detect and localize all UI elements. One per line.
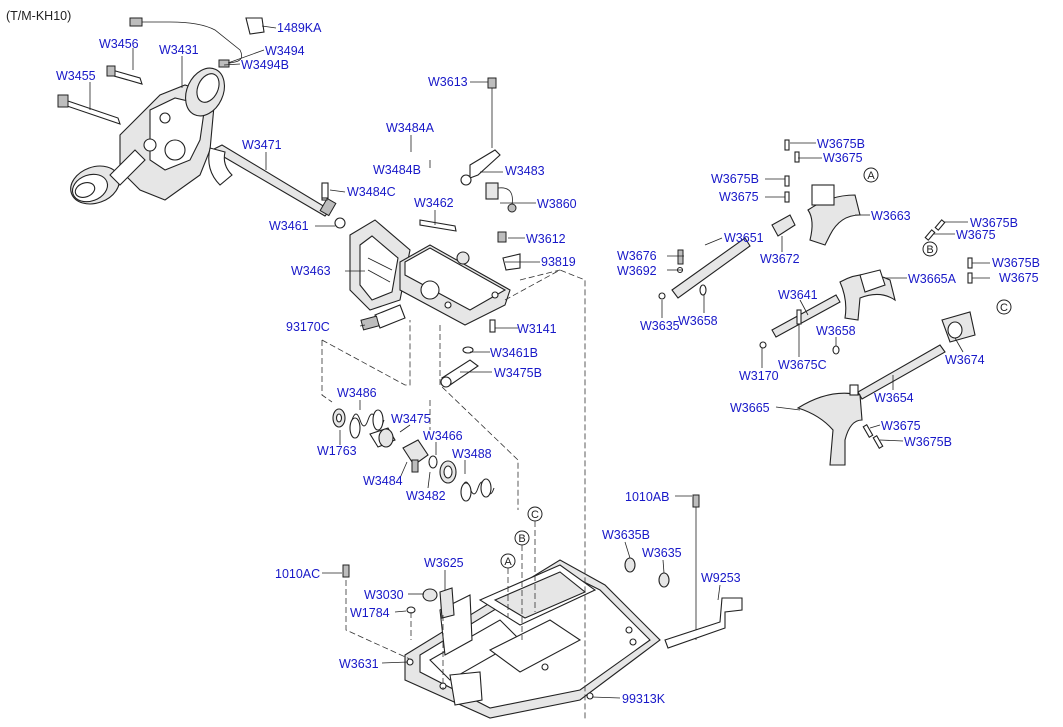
label-W3613: W3613 — [428, 75, 468, 89]
label-W3663: W3663 — [871, 209, 911, 223]
label-W3672: W3672 — [760, 252, 800, 266]
label-W3475: W3475 — [391, 412, 431, 426]
label-W3665: W3665 — [730, 401, 770, 415]
label-W3484A: W3484A — [386, 121, 434, 135]
label-W3860: W3860 — [537, 197, 577, 211]
label-W3675-5: W3675 — [881, 419, 921, 433]
shift-forks-drawing — [658, 139, 976, 466]
label-W3641: W3641 — [778, 288, 818, 302]
label-W3674: W3674 — [945, 353, 985, 367]
label-W3675-4: W3675 — [999, 271, 1039, 285]
label-W3631: W3631 — [339, 657, 379, 671]
label-W3475B: W3475B — [494, 366, 542, 380]
label-W3635-2: W3635 — [642, 546, 682, 560]
label-W1763: W1763 — [317, 444, 357, 458]
callout-C-top: C — [1000, 302, 1008, 314]
shift-rod-drawing — [208, 144, 337, 217]
label-W3658-1: W3658 — [678, 314, 718, 328]
label-W3494B: W3494B — [241, 58, 289, 72]
label-W3654: W3654 — [874, 391, 914, 405]
label-W3658-2: W3658 — [816, 324, 856, 338]
label-W3692: W3692 — [617, 264, 657, 278]
label-W3482: W3482 — [406, 489, 446, 503]
label-W3484: W3484 — [363, 474, 403, 488]
label-1010AC: 1010AC — [275, 567, 321, 581]
label-W3675B-2: W3675B — [711, 172, 759, 186]
label-W3675B-4: W3675B — [992, 256, 1040, 270]
label-W3625: W3625 — [424, 556, 464, 570]
label-W3461: W3461 — [269, 219, 309, 233]
label-W3486: W3486 — [337, 386, 377, 400]
clutch-housing-drawing — [57, 17, 265, 205]
label-W3665A: W3665A — [908, 272, 956, 286]
label-W3483: W3483 — [505, 164, 545, 178]
label-W3675-3: W3675 — [956, 228, 996, 242]
top-cover-drawing — [321, 77, 521, 388]
label-W3431: W3431 — [159, 43, 199, 57]
label-W3456: W3456 — [99, 37, 139, 51]
callout-A-bottom: A — [504, 556, 512, 568]
detent-parts-drawing — [332, 408, 495, 502]
assembly-dashed-lines — [321, 269, 586, 720]
callout-B-top: B — [926, 244, 933, 256]
label-W3484B: W3484B — [373, 163, 421, 177]
label-1010AB: 1010AB — [625, 490, 670, 504]
model-tag: (T/M-KH10) — [6, 9, 72, 23]
label-W3675C: W3675C — [778, 358, 827, 372]
bottom-case-drawing — [342, 494, 743, 719]
label-W3675B-5: W3675B — [904, 435, 952, 449]
label-W3675B-3: W3675B — [970, 216, 1018, 230]
label-W3488: W3488 — [452, 447, 492, 461]
label-W3466: W3466 — [423, 429, 463, 443]
label-W3675-1: W3675 — [823, 151, 863, 165]
label-W3635-1: W3635 — [640, 319, 680, 333]
label-W9253: W9253 — [701, 571, 741, 585]
label-W3484C: W3484C — [347, 185, 396, 199]
label-99313K: 99313K — [622, 692, 666, 706]
label-W1784: W1784 — [350, 606, 390, 620]
leader-lines — [89, 25, 990, 699]
label-W3675-2: W3675 — [719, 190, 759, 204]
callout-markers: A B C A B C — [500, 167, 1012, 569]
label-W3455: W3455 — [56, 69, 96, 83]
label-W3462: W3462 — [414, 196, 454, 210]
label-W3461B: W3461B — [490, 346, 538, 360]
label-W3635B: W3635B — [602, 528, 650, 542]
label-W3675B-1: W3675B — [817, 137, 865, 151]
label-W3471: W3471 — [242, 138, 282, 152]
label-W3676: W3676 — [617, 249, 657, 263]
label-93170C: 93170C — [286, 320, 330, 334]
label-93819: 93819 — [541, 255, 576, 269]
label-W3030: W3030 — [364, 588, 404, 602]
label-W3494: W3494 — [265, 44, 305, 58]
callout-B-bottom: B — [518, 533, 525, 545]
callout-A-top: A — [867, 170, 875, 182]
label-W3170: W3170 — [739, 369, 779, 383]
callout-C-bottom: C — [531, 509, 539, 521]
label-W3651: W3651 — [724, 231, 764, 245]
label-W3612: W3612 — [526, 232, 566, 246]
label-W3141: W3141 — [517, 322, 557, 336]
label-1489KA: 1489KA — [277, 21, 322, 35]
label-W3463: W3463 — [291, 264, 331, 278]
